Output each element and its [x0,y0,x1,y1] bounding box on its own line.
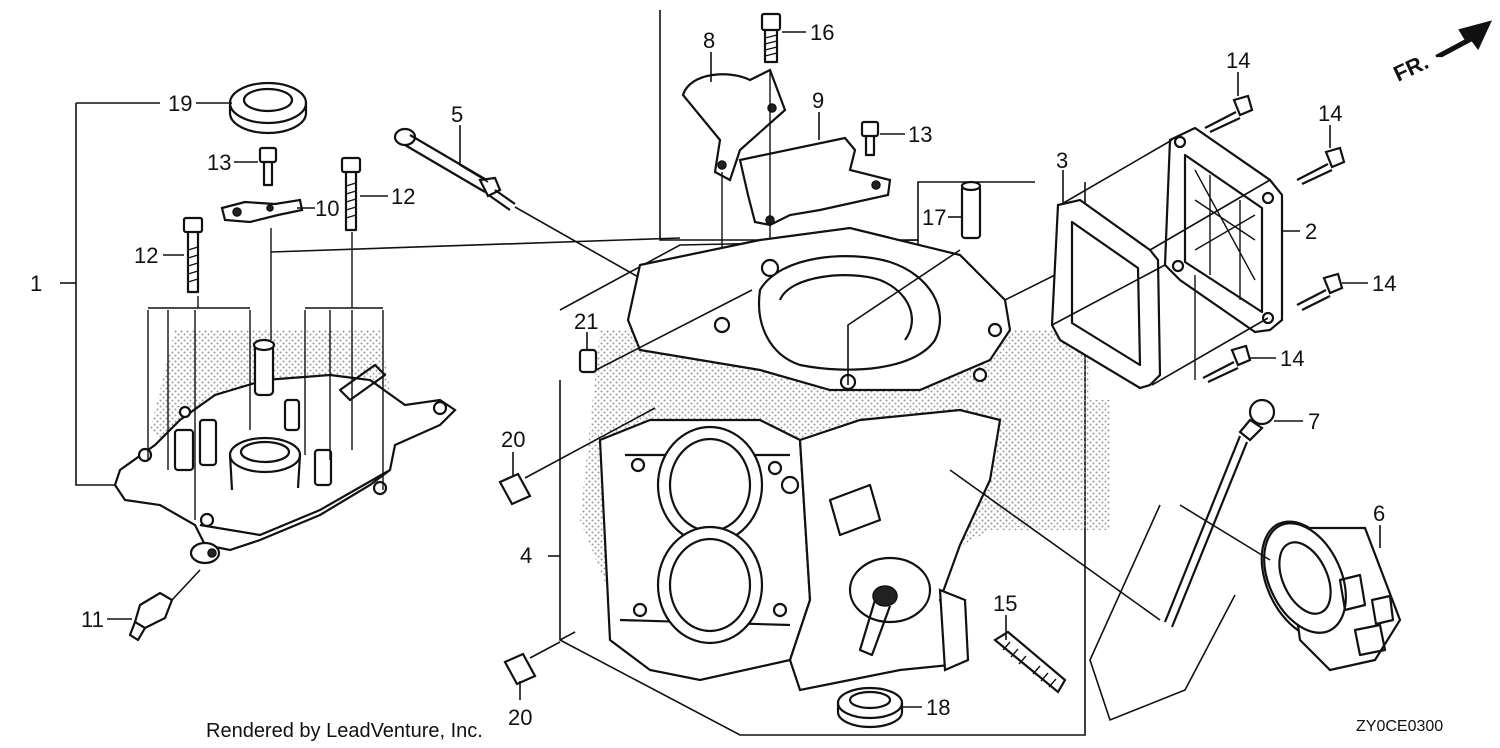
oil-seal-19 [228,81,308,135]
bolt-14-lower-right [1296,272,1344,311]
callout-7: 7 [1308,409,1320,434]
callout-5: 5 [451,102,463,127]
callout-10: 10 [315,196,339,221]
callout-4: 4 [520,543,532,568]
callout-20-upper: 20 [501,427,525,452]
dowel-21 [578,289,753,374]
cover-2 [1051,126,1284,386]
cylinder-barrel-4 [580,226,1110,692]
bolt-16 [760,12,782,64]
bolt-13-right [860,120,880,157]
callout-17: 17 [922,205,946,230]
dowel-20-lower [503,641,561,686]
callout-18: 18 [926,695,950,720]
callout-21: 21 [574,309,598,334]
oil-switch-11 [128,569,201,642]
group-boundaries [60,10,1096,736]
gasket-3 [1050,198,1162,390]
callout-leaders [107,31,1381,708]
oil-seal-18 [836,686,904,729]
bolt-13-left [258,146,278,187]
front-marker: FR. [1390,49,1433,87]
callout-6: 6 [1373,501,1385,526]
callout-11: 11 [81,607,104,632]
bolt-14-upper-right [1296,146,1346,185]
callout-13-left: 13 [207,150,231,175]
callout-14-upper-right: 14 [1318,101,1342,126]
oil-filter-6 [1089,504,1402,722]
callout-8: 8 [703,28,715,53]
stud-15 [993,630,1067,694]
credit-text: Rendered by LeadVenture, Inc. [206,720,483,742]
callout-2: 2 [1305,219,1317,244]
plate-9 [738,136,892,227]
diagram-code: ZY0CE0300 [1356,718,1443,735]
bolt-14-bottom [1202,344,1252,383]
callout-16: 16 [810,20,834,45]
dowel-17 [847,180,982,385]
plate-8 [681,68,787,182]
callout-12-left: 12 [134,243,158,268]
callout-14-bottom: 14 [1280,346,1304,371]
callout-20-lower: 20 [508,705,532,730]
dipstick-7 [949,398,1276,628]
bolt-14-top [1204,94,1254,133]
callout-14-lower-right: 14 [1372,271,1396,296]
callout-13-right: 13 [908,122,932,147]
callout-14-top: 14 [1226,48,1250,73]
crankcase-cover-assembly [113,228,681,565]
callout-1: 1 [30,271,42,296]
bolt-5 [393,127,641,279]
callout-15: 15 [993,591,1017,616]
front-arrow-icon [1435,20,1492,58]
callout-9: 9 [812,88,824,113]
callout-3: 3 [1056,148,1068,173]
callout-12-right: 12 [391,184,415,209]
callout-labels: 1 2 3 4 5 6 7 8 9 10 11 12 12 13 13 14 1… [30,20,1443,742]
bolt-12-right [340,156,362,232]
bracket-10 [220,198,304,224]
callout-19: 19 [168,91,192,116]
bolt-12-left [182,216,204,294]
dowel-20-upper [498,407,656,506]
